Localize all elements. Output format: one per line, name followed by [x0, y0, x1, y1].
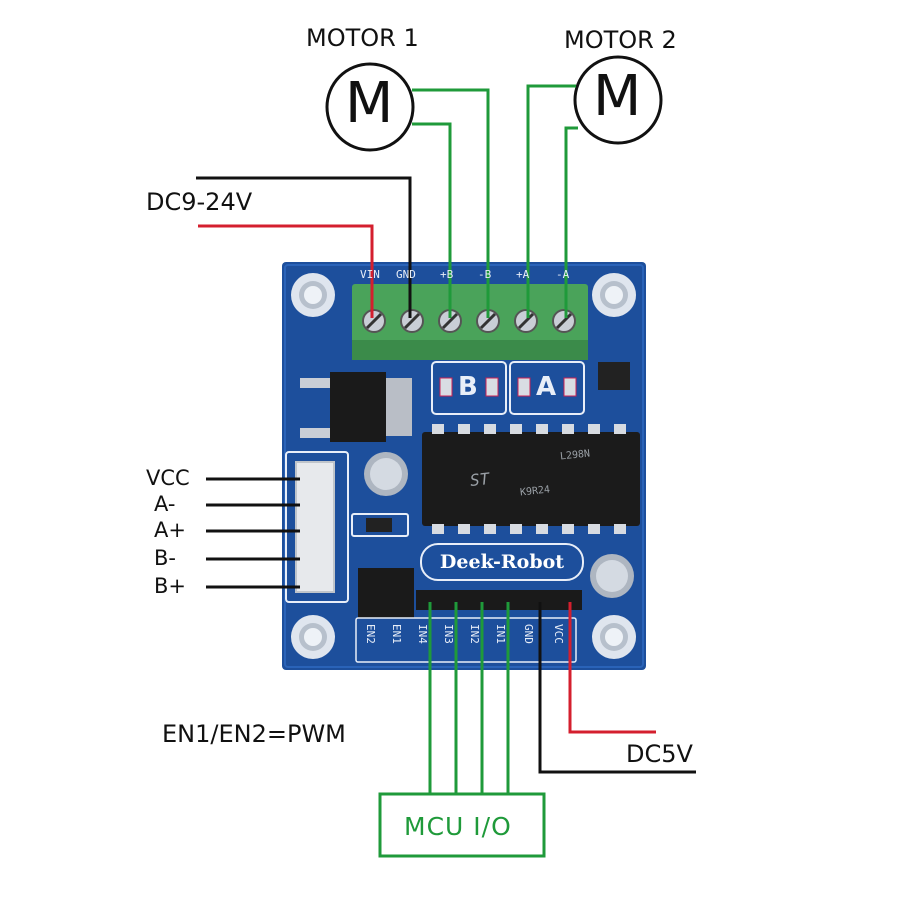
motor-1-m: M [345, 71, 394, 136]
header-silk-in4: IN4 [416, 624, 429, 644]
channel-b-box [431, 361, 507, 415]
mounting-hole-top-left [291, 273, 335, 317]
jumper-block [358, 568, 414, 618]
header-silk-en2: EN2 [364, 624, 377, 644]
mcu-label: MCU I/O [404, 812, 512, 841]
channel-a-box [509, 361, 585, 415]
capacitor-left [364, 452, 408, 496]
motor-2-symbol [573, 55, 663, 145]
dc-5v-label: DC5V [626, 740, 693, 768]
wire-motor2-b [564, 126, 578, 318]
motor-1-label: MOTOR 1 [306, 24, 419, 52]
dc-input-label: DC9-24V [146, 188, 253, 216]
mcu-box [378, 792, 546, 858]
led-a-right [563, 377, 577, 397]
motor-1-symbol [325, 62, 415, 152]
mounting-hole-bottom-left [291, 615, 335, 659]
driver-ic [422, 424, 640, 534]
pwm-note: EN1/EN2=PWM [162, 720, 346, 748]
capacitor-right [590, 554, 634, 598]
header-silk-vcc: VCC [552, 624, 565, 644]
terminal-silk-gnd: GND [396, 268, 416, 281]
mounting-hole-bottom-right [592, 615, 636, 659]
pin-label-b-minus: B- [154, 546, 176, 570]
header-silk-en1: EN1 [390, 624, 403, 644]
chip-marking-line2: ST [469, 469, 491, 490]
brand-label: Deek-Robot [420, 543, 584, 581]
channel-b-label: B [458, 372, 478, 402]
smd-diode-body [366, 518, 392, 532]
header-silk-in3: IN3 [442, 624, 455, 644]
wire-motor2-a [526, 84, 576, 318]
resistor-array [598, 362, 630, 390]
wire-5v-vcc [568, 602, 656, 734]
pin-header [416, 590, 582, 610]
led-b-right [485, 377, 499, 397]
terminal-silk-minus-a: -A [556, 268, 570, 281]
terminal-silk-minus-b: -B [478, 268, 492, 281]
terminal-silk-vin: VIN [360, 268, 380, 281]
pin-label-vcc: VCC [146, 466, 190, 490]
wire-motor1-a [412, 88, 490, 318]
led-b-left [439, 377, 453, 397]
motor-2-label: MOTOR 2 [564, 26, 677, 54]
terminal-silk-plus-b: +B [440, 268, 454, 281]
motor-2-m: M [593, 64, 642, 129]
wire-dc-gnd [196, 176, 412, 318]
channel-a-label: A [536, 372, 557, 402]
pin-label-a-minus: A- [154, 492, 176, 516]
screw-terminal-block [352, 284, 588, 360]
smd-diode [351, 513, 409, 537]
header-silk-in2: IN2 [468, 624, 481, 644]
wire-motor1-b [412, 122, 452, 318]
mounting-hole-top-right [592, 273, 636, 317]
header-silk-in1: IN1 [494, 624, 507, 644]
wire-5v-gnd [538, 602, 696, 774]
header-outline [355, 617, 577, 663]
pin-label-a-plus: A+ [154, 518, 186, 542]
pin-label-b-plus: B+ [154, 574, 187, 598]
header-silk-gnd: GND [522, 624, 535, 644]
wire-dc-vin [198, 224, 374, 318]
stepper-connector [285, 451, 349, 603]
voltage-regulator [300, 372, 412, 442]
led-a-left [517, 377, 531, 397]
terminal-silk-plus-a: +A [516, 268, 530, 281]
